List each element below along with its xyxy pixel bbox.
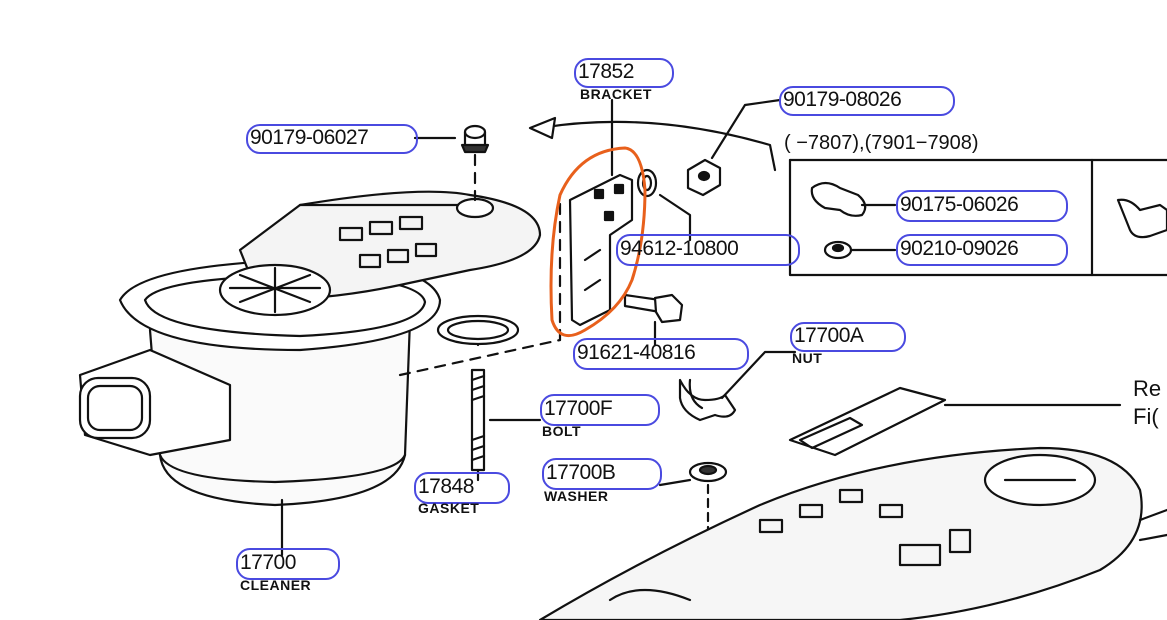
air-cleaner-assembly xyxy=(78,190,542,557)
part-number-90179-06027[interactable]: 90179-06027 xyxy=(250,126,369,149)
part-number-17852[interactable]: 17852 xyxy=(578,60,634,83)
stud-bolt-17700F xyxy=(470,368,542,482)
part-name-cleaner: CLEANER xyxy=(240,577,312,593)
highlight-oval-90179-08026 xyxy=(779,86,955,116)
bolt-91621-40816 xyxy=(623,293,684,347)
highlight-oval-94612-10800 xyxy=(616,234,800,266)
part-number-17700F[interactable]: 17700F xyxy=(544,397,613,420)
highlight-oval-90179-06027 xyxy=(246,124,418,154)
variant-inset-box xyxy=(788,158,1167,277)
part-number-17848[interactable]: 17848 xyxy=(418,475,474,498)
part-name-nut: NUT xyxy=(792,350,823,366)
part-number-90179-08026[interactable]: 90179-08026 xyxy=(783,88,902,111)
assembly-arrow xyxy=(538,120,777,172)
gasket-17848 xyxy=(436,314,520,347)
bolt-90179-06027 xyxy=(413,124,490,154)
part-number-94612-10800[interactable]: 94612-10800 xyxy=(620,237,739,260)
lower-cleaner-body xyxy=(538,446,1167,620)
highlight-oval-17700 xyxy=(236,548,340,580)
part-name-bracket: BRACKET xyxy=(580,86,652,102)
dashed-guides xyxy=(398,153,562,377)
date-range-note: ( −7807),(7901−7908) xyxy=(784,132,979,154)
bracket-highlight-outline xyxy=(549,146,647,338)
part-name-bolt: BOLT xyxy=(542,423,582,439)
highlight-oval-90175-06026 xyxy=(896,190,1068,222)
highlight-oval-17700B xyxy=(542,458,662,490)
highlight-oval-90210-09026 xyxy=(896,234,1068,266)
part-number-90175-06026[interactable]: 90175-06026 xyxy=(900,193,1019,216)
highlight-oval-17700A xyxy=(790,322,906,352)
part-number-90210-09026[interactable]: 90210-09026 xyxy=(900,237,1019,260)
filter-element xyxy=(788,386,1122,457)
highlight-oval-91621-40816 xyxy=(573,338,749,370)
part-number-17700B[interactable]: 17700B xyxy=(546,461,616,484)
bracket-part xyxy=(568,98,634,327)
nut-90179-08026 xyxy=(686,98,782,197)
part-name-gasket: GASKET xyxy=(418,500,480,516)
part-number-17700[interactable]: 17700 xyxy=(240,551,296,574)
part-name-washer: WASHER xyxy=(544,488,609,504)
wing-nut-17700A xyxy=(678,350,797,422)
highlight-oval-17700F xyxy=(540,394,660,426)
side-note-line-2: Fi( xyxy=(1133,404,1159,429)
highlight-oval-17852 xyxy=(574,58,674,88)
part-number-91621-40816[interactable]: 91621-40816 xyxy=(577,341,696,364)
highlight-oval-17848 xyxy=(414,472,510,504)
side-note-line-1: Re xyxy=(1133,376,1162,401)
part-number-17700A[interactable]: 17700A xyxy=(794,324,864,347)
